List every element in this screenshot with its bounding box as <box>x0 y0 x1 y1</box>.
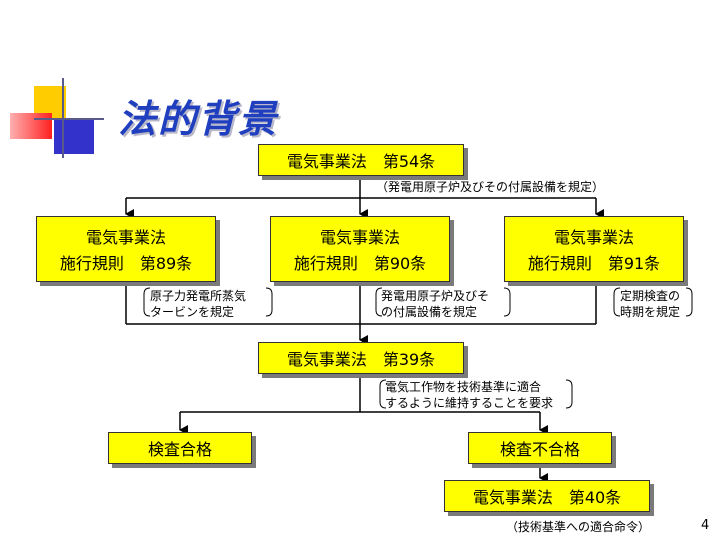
box-article-54: 電気事業法 第54条 <box>258 144 464 176</box>
deco-yellow-square <box>34 86 66 118</box>
note-article-39: 電気工作物を技術基準に適合 するように維持することを要求 <box>385 379 553 411</box>
note-rule-91-line2: 時期を規定 <box>620 305 681 319</box>
box-rule-91: 電気事業法 施行規則 第91条 <box>504 216 684 282</box>
box-rule-89: 電気事業法 施行規則 第89条 <box>36 216 216 282</box>
box-rule-89-line2: 施行規則 第89条 <box>59 254 193 273</box>
note-rule-91: 定期検査の 時期を規定 <box>620 288 680 320</box>
deco-blue-square <box>54 120 94 154</box>
note-article-39-line2: するように維持することを要求 <box>385 396 554 410</box>
note-article-54: （発電用原子炉及びその付属設備を規定） <box>376 180 605 194</box>
note-rule-89-line2: タービンを規定 <box>150 305 235 319</box>
note-article-40: （技術基準への適合命令） <box>506 520 651 534</box>
page-title: 法的背景 <box>118 96 279 141</box>
box-rule-91-line2: 施行規則 第91条 <box>527 254 661 273</box>
box-article-40: 電気事業法 第40条 <box>444 480 650 512</box>
box-article-39-label: 電気事業法 第39条 <box>286 350 436 369</box>
note-rule-91-line1: 定期検査の <box>620 289 681 303</box>
box-article-40-label: 電気事業法 第40条 <box>472 488 622 507</box>
box-article-54-label: 電気事業法 第54条 <box>286 152 436 171</box>
note-rule-89: 原子力発電所蒸気 タービンを規定 <box>150 288 246 320</box>
box-inspection-pass: 検査合格 <box>108 432 252 464</box>
box-rule-89-line1: 電気事業法 <box>85 228 166 247</box>
note-rule-89-line1: 原子力発電所蒸気 <box>150 289 247 303</box>
note-rule-90: 発電用原子炉及びそ の付属設備を規定 <box>381 288 489 320</box>
deco-red-square <box>10 113 52 139</box>
box-rule-90: 電気事業法 施行規則 第90条 <box>270 216 450 282</box>
box-article-39: 電気事業法 第39条 <box>258 342 464 374</box>
box-inspection-fail: 検査不合格 <box>468 432 612 464</box>
page-number: 4 <box>701 518 710 533</box>
note-article-39-line1: 電気工作物を技術基準に適合 <box>385 380 542 394</box>
box-inspection-pass-label: 検査合格 <box>147 440 212 459</box>
box-rule-91-line1: 電気事業法 <box>553 228 634 247</box>
deco-horizontal-line <box>34 118 104 120</box>
note-rule-90-line1: 発電用原子炉及びそ <box>381 289 490 303</box>
box-inspection-fail-label: 検査不合格 <box>499 440 580 459</box>
box-rule-90-line1: 電気事業法 <box>319 228 400 247</box>
box-rule-90-line2: 施行規則 第90条 <box>293 254 427 273</box>
note-rule-90-line2: の付属設備を規定 <box>381 305 478 319</box>
